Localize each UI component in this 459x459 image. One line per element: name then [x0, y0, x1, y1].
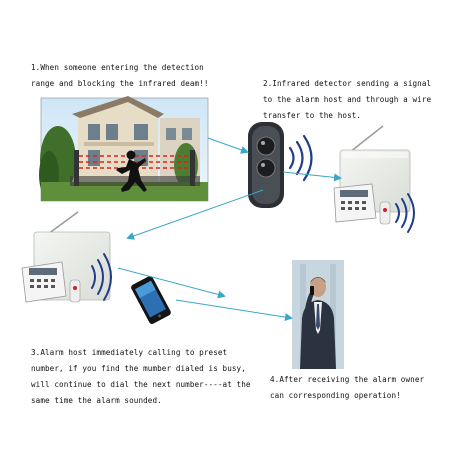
step-2-caption: 2.Infrared detector sending a signal to … — [263, 76, 431, 124]
house-scene-image — [39, 96, 209, 202]
step-3-caption: 3.Alarm host immediately calling to pres… — [31, 345, 251, 409]
step-1-line-1: 1.When someone entering the detection — [31, 63, 204, 72]
businessman-phone-image — [292, 260, 344, 369]
step-4-caption: 4.After receiving the alarm owner can co… — [270, 372, 424, 404]
keypad-remote-icon — [21, 261, 81, 303]
step-4-line-2: can corresponding operation! — [270, 391, 401, 400]
step-4-line-1: 4.After receiving the alarm owner — [270, 375, 425, 384]
step-3-line-4: same time the alarm sounded. — [31, 396, 162, 405]
step-2-line-3: transfer to the host. — [263, 111, 362, 120]
keypad-remote-icon — [333, 183, 391, 225]
infrared-detector-icon — [248, 122, 284, 208]
step-3-line-3: will continue to dial the next number---… — [31, 380, 251, 389]
flow-arrow-icon — [117, 137, 342, 322]
step-3-line-1: 3.Alarm host immediately calling to pres… — [31, 348, 228, 357]
step-2-line-2: to the alarm host and through a wire — [263, 95, 432, 104]
intruder-silhouette — [116, 150, 147, 192]
signal-waves-icon — [288, 134, 313, 182]
step-3-line-2: number, if you find the mumber dialed is… — [31, 364, 246, 373]
signal-waves-icon — [395, 193, 415, 233]
smartphone-icon — [131, 275, 171, 325]
step-1-line-2: range and blocking the infrared deam!! — [31, 79, 209, 88]
step-1-caption: 1.When someone entering the detection ra… — [31, 60, 209, 92]
infrared-beam — [79, 155, 190, 169]
signal-waves-icon — [91, 253, 112, 301]
step-2-line-1: 2.Infrared detector sending a signal — [263, 79, 432, 88]
